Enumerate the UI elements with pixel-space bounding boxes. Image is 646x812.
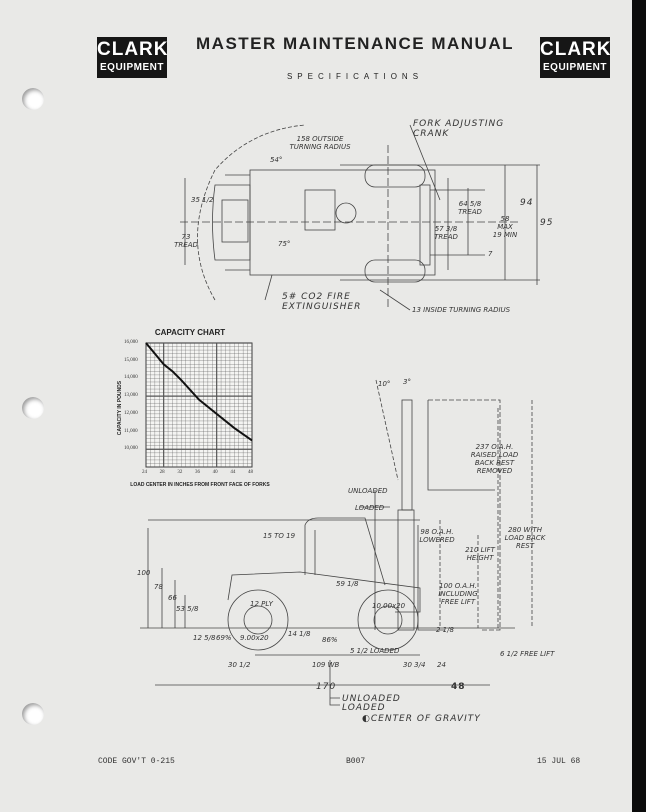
dim-53-label: 53 5/8 <box>176 605 199 613</box>
chart-x-tick: 48 <box>248 470 253 475</box>
chart-y-tick: 14,000 <box>124 375 138 381</box>
dim-30a-label: 30 1/2 <box>228 661 251 669</box>
dim-66-label: 66 <box>168 594 177 602</box>
chart-x-label: LOAD CENTER IN INCHES FROM FRONT FACE OF… <box>130 482 270 488</box>
chart-y-tick: 12,000 <box>124 410 138 416</box>
chart-x-tick: 24 <box>142 470 147 475</box>
lift-height-label: 210 LIFT HEIGHT <box>465 546 495 562</box>
dim-24-label: 24 <box>437 661 446 669</box>
dim-48-label: 48 <box>451 682 466 692</box>
center-of-gravity-icon: ◐ <box>362 714 371 724</box>
dim-94-label: 94 <box>520 198 534 208</box>
punch-hole <box>22 88 44 110</box>
angle-75-label: 75° <box>278 240 291 248</box>
oah-free-lift-label: 100 O.A.H. INCLUDING FREE LIFT <box>438 582 478 606</box>
legend-unloaded-label: UNLOADED <box>342 694 401 704</box>
dim-78-label: 78 <box>154 583 163 591</box>
loaded-dim-label: LOADED <box>355 504 385 512</box>
chart-y-tick: 16,000 <box>124 340 138 345</box>
chart-y-tick: 10,000 <box>124 446 138 452</box>
top-view-drawing <box>180 124 540 311</box>
page-title: MASTER MAINTENANCE MANUAL <box>196 34 514 53</box>
tilt-10-label: 10° <box>378 380 391 388</box>
punch-hole <box>22 703 44 725</box>
tilt-3-label: 3° <box>403 378 411 386</box>
scan-border <box>632 0 646 812</box>
free-lift-label: 6 1/2 FREE LIFT <box>500 650 555 658</box>
dim-2-label: 2 1/8 <box>436 626 454 634</box>
wheelbase-label: 109 WB <box>312 661 340 669</box>
unloaded-dim-label: UNLOADED <box>348 487 388 495</box>
chart-y-tick: 13,000 <box>124 393 138 399</box>
capacity-curve <box>145 342 253 442</box>
dim-59-label: 59 1/8 <box>336 580 359 588</box>
fork-adjusting-crank-label: FORK ADJUSTING CRANK <box>413 119 505 139</box>
chart-title: CAPACITY CHART <box>154 328 226 337</box>
chart-y-tick: 15,000 <box>124 357 138 363</box>
chart-x-tick: 32 <box>177 470 183 475</box>
tread-57-label: 57 3/8 TREAD <box>434 225 458 241</box>
front-tire-size-label: 10.00x20 <box>372 602 406 610</box>
punch-hole <box>22 397 44 419</box>
inside-turning-radius-label: 13 INSIDE TURNING RADIUS <box>412 306 511 314</box>
legend-loaded-label: LOADED <box>342 703 386 713</box>
dim-95-label: 95 <box>540 218 554 228</box>
chart-x-tick: 28 <box>159 470 165 475</box>
dim-12-label: 12 5/8 <box>193 634 216 642</box>
fork-spread-label: 58 MAX 19 MIN <box>492 215 518 239</box>
oah-lowered-label: 98 O.A.H. LOWERED <box>419 528 455 544</box>
side-view-drawing <box>140 379 533 706</box>
dim-35-label: 35 1/2 <box>191 196 214 204</box>
logo-text: CLARK <box>540 39 612 60</box>
outside-turning-radius-label: 158 OUTSIDE TURNING RADIUS <box>289 135 351 151</box>
fork-width-label: 7 <box>488 250 493 258</box>
center-of-gravity-text: CENTER OF GRAVITY <box>370 714 481 724</box>
fire-extinguisher-label: 5# CO2 FIRE EXTINGUISHER <box>282 292 362 312</box>
chart-x-tick: 44 <box>230 470 236 475</box>
chart-y-tick: 11,000 <box>124 428 138 434</box>
dim-30b-label: 30 3/4 <box>403 661 426 669</box>
oah-raised-label: 237 O.A.H. RAISED LOAD BACK REST REMOVED <box>470 443 519 475</box>
rear-tire-ply-label: 12 PLY <box>250 600 273 608</box>
logo-subtext: EQUIPMENT <box>543 62 607 73</box>
loaded-5-label: 5 1/2 LOADED <box>350 647 400 655</box>
footer-date: 15 JUL 68 <box>537 757 581 766</box>
oah-280-label: 280 WITH LOAD BACK REST <box>504 526 546 550</box>
page-subtitle: SPECIFICATIONS <box>286 72 424 81</box>
dim-14-label: 14 1/8 <box>288 630 311 638</box>
tread-73-label: 73 TREAD <box>174 233 198 249</box>
clark-logo-right: CLARK EQUIPMENT <box>540 37 612 78</box>
tread-64-label: 64 5/8 TREAD <box>458 200 482 216</box>
seat-range-label: 15 TO 19 <box>263 532 296 540</box>
logo-text: CLARK <box>97 39 169 60</box>
dim-170-label: 170 <box>316 682 337 692</box>
footer-page: B007 <box>346 757 366 766</box>
angle-54-label: 54° <box>270 156 283 164</box>
clark-logo-left: CLARK EQUIPMENT <box>97 37 169 78</box>
logo-subtext: EQUIPMENT <box>100 62 164 73</box>
center-of-gravity-label: ◐CENTER OF GRAVITY <box>362 714 481 724</box>
chart-x-tick: 36 <box>195 470 200 475</box>
pct-86-label: 86% <box>322 636 338 644</box>
pct-69-label: 69% <box>216 634 232 642</box>
rear-tire-size-label: 9.00x20 <box>240 634 269 642</box>
footer-code: CODE GOV'T 0-215 <box>98 757 175 766</box>
dim-100-label: 100 <box>137 569 151 577</box>
chart-x-tick: 40 <box>212 470 218 475</box>
